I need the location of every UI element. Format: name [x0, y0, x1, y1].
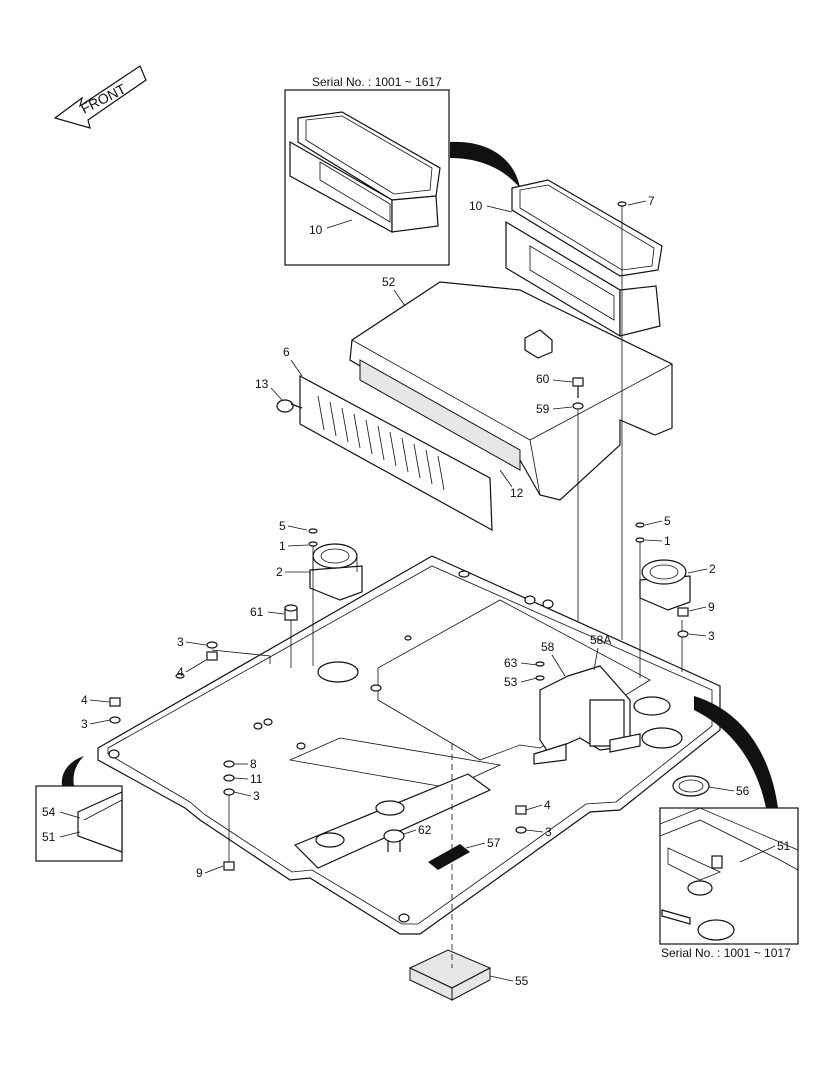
- front-arrow: FRONT: [53, 65, 147, 129]
- screw-7: [617, 201, 627, 640]
- callout-3-right: 3: [708, 629, 715, 643]
- ring-56: [672, 775, 710, 797]
- callout-5-right: 5: [664, 514, 671, 528]
- callout-3-left: 3: [177, 635, 184, 649]
- knob-62: [383, 829, 405, 852]
- bumper-61: [284, 604, 298, 621]
- duct-10: [505, 179, 663, 338]
- callout-56: 56: [736, 784, 750, 798]
- bracket-58: [533, 665, 641, 765]
- guide-lines: [211, 542, 683, 678]
- callout-61: 61: [250, 605, 264, 619]
- base-plate-51: [97, 555, 721, 935]
- callout-labels: 10 10 7 52 6 13 60 59 12 5 1 2 5 1 2 9 3…: [42, 194, 791, 988]
- callout-1-right: 1: [664, 534, 671, 548]
- callout-9-right: 9: [708, 600, 715, 614]
- callout-62: 62: [418, 823, 432, 837]
- callout-13: 13: [255, 377, 269, 391]
- front-label: FRONT: [78, 80, 129, 116]
- inset-bottom-right: Serial No. : 1001 ~ 1017: [659, 696, 799, 960]
- callout-4-left: 4: [177, 665, 184, 679]
- callout-58: 58: [541, 640, 555, 654]
- cover-52: [349, 281, 673, 501]
- callout-7: 7: [648, 194, 655, 208]
- callout-58a: 58A: [590, 633, 611, 647]
- callout-52: 52: [382, 275, 396, 289]
- handle-57: [428, 844, 470, 870]
- callout-57: 57: [487, 836, 501, 850]
- mount-2-right: [635, 522, 691, 611]
- callout-55: 55: [515, 974, 529, 988]
- callout-10: 10: [469, 199, 483, 213]
- inset-top: Serial No. : 1001 ~ 1617: [284, 75, 520, 266]
- pad-55: [408, 744, 492, 1001]
- inset-bottom-right-serial: Serial No. : 1001 ~ 1017: [661, 946, 791, 960]
- callout-11: 11: [250, 772, 263, 786]
- callout-8: 8: [250, 757, 257, 771]
- callout-12: 12: [510, 486, 524, 500]
- grille-6: [299, 374, 493, 532]
- callout-60: 60: [536, 372, 550, 386]
- callout-51-inset: 51: [777, 839, 791, 853]
- callout-5-left: 5: [279, 519, 286, 533]
- mount-2-left: [308, 528, 363, 601]
- callout-9-left: 9: [196, 866, 203, 880]
- callout-3-edge: 3: [81, 717, 88, 731]
- callout-6: 6: [283, 345, 290, 359]
- callout-53: 53: [504, 675, 518, 689]
- knob-13: [276, 399, 303, 413]
- callout-3-lower: 3: [253, 789, 260, 803]
- callout-2-right: 2: [709, 562, 716, 576]
- callout-1-left: 1: [279, 539, 286, 553]
- inset-top-serial: Serial No. : 1001 ~ 1617: [312, 75, 442, 89]
- callout-59: 59: [536, 402, 550, 416]
- callout-4-edge: 4: [81, 693, 88, 707]
- callout-51-left: 51: [42, 830, 56, 844]
- arrow-connector: [450, 141, 520, 188]
- callout-10-inset: 10: [309, 223, 323, 237]
- callout-2-left: 2: [276, 565, 283, 579]
- callout-4-center: 4: [544, 798, 551, 812]
- callout-63: 63: [504, 656, 518, 670]
- callout-54: 54: [42, 805, 56, 819]
- inset-left: [35, 756, 123, 862]
- callout-3-center: 3: [545, 825, 552, 839]
- inset-duct-10: [289, 111, 441, 234]
